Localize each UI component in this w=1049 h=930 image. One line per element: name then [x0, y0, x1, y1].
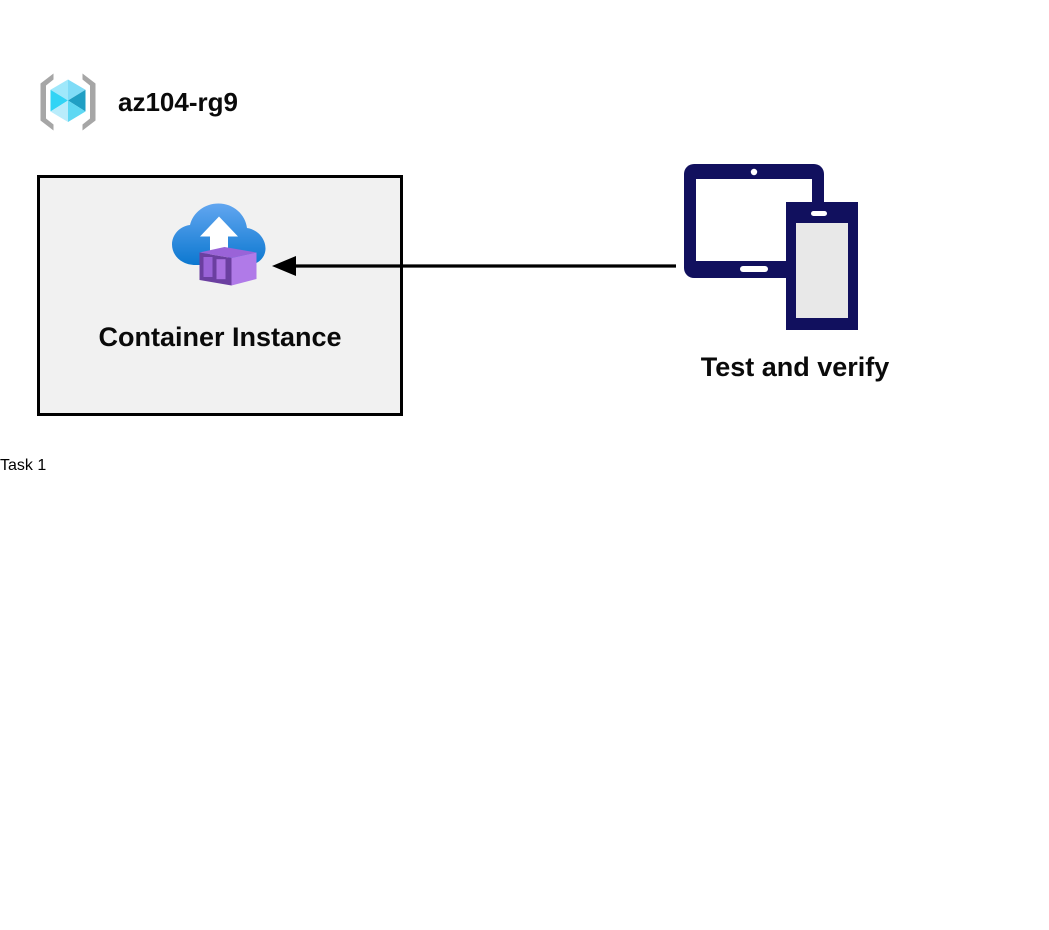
azure-resource-group-icon — [40, 73, 96, 131]
diagram-canvas: Task 1 az104-rg9 — [0, 66, 890, 474]
task-2-panel — [0, 475, 485, 930]
resource-group-label: az104-rg9 — [118, 86, 238, 117]
azure-container-instance-icon — [172, 203, 266, 286]
task2-to-container-arrow — [272, 256, 676, 276]
tablet-and-phone-devices-icon — [684, 164, 858, 330]
resource-group-row: az104-rg9 — [32, 66, 238, 138]
container-instance-label: Container Instance — [98, 322, 342, 352]
task-1-heading: Task 1 — [0, 457, 47, 474]
test-and-verify-label: Test and verify — [700, 352, 890, 382]
